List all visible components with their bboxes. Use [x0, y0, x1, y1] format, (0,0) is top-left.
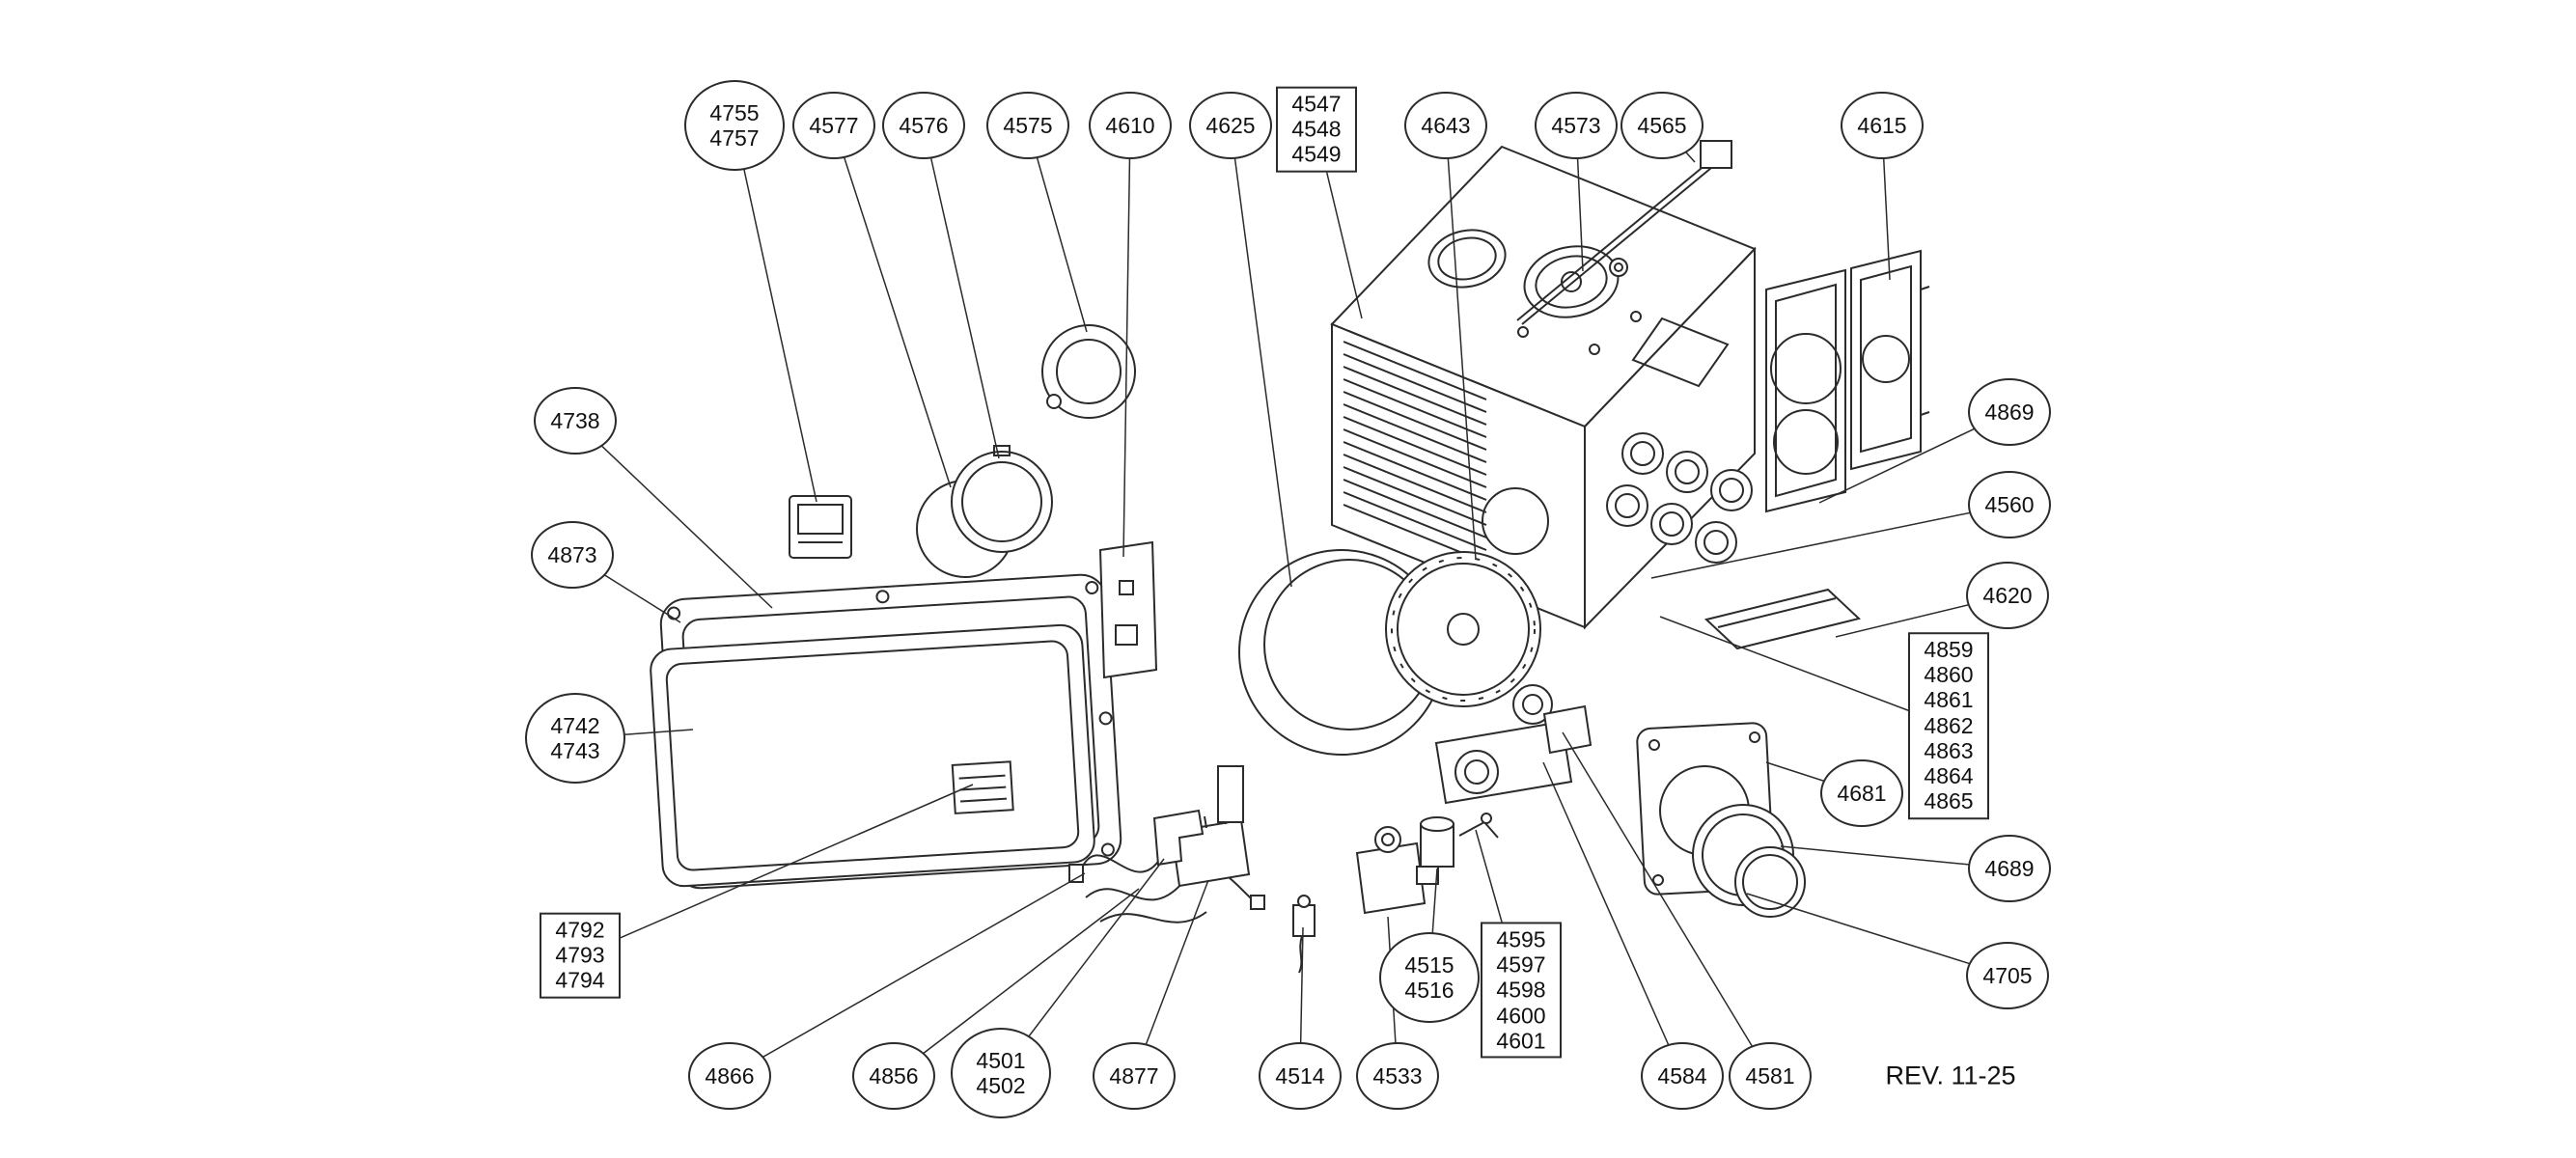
vent-bezel — [1041, 324, 1136, 419]
callout-4681: 4681 — [1820, 759, 1903, 827]
revision-note: REV. 11-25 — [1885, 1061, 2016, 1090]
callout-4738: 4738 — [534, 387, 617, 455]
electrode — [1292, 895, 1316, 974]
heat-exchanger-tubes — [1606, 432, 1753, 564]
mount-bracket-4610 — [1098, 540, 1158, 679]
callout-4705: 4705 — [1966, 942, 2049, 1009]
callout-4866: 4866 — [688, 1042, 771, 1110]
callout-box-4595-4601: 4595 4597 4598 4600 4601 — [1481, 922, 1562, 1059]
door-frame-4869 — [1765, 268, 1846, 513]
callout-4615: 4615 — [1841, 92, 1924, 159]
bottom-tray — [1703, 588, 1862, 650]
exhaust-rings — [916, 445, 1053, 578]
callout-4755-4757: 4755 4757 — [684, 80, 785, 171]
callout-4584: 4584 — [1641, 1042, 1724, 1110]
callout-4533: 4533 — [1356, 1042, 1439, 1110]
callout-4856: 4856 — [852, 1042, 935, 1110]
callout-4514: 4514 — [1259, 1042, 1342, 1110]
igniter — [1458, 813, 1499, 839]
callout-4877: 4877 — [1093, 1042, 1176, 1110]
solenoid — [1420, 816, 1454, 868]
callout-4689: 4689 — [1968, 835, 2051, 902]
callout-4575: 4575 — [986, 92, 1069, 159]
callout-box-4792-4794: 4792 4793 4794 — [540, 912, 621, 999]
access-door-4615 — [1850, 249, 1930, 471]
access-door-4742 — [650, 623, 1095, 888]
relay-bracket — [1217, 765, 1244, 823]
burner-assembly — [1434, 704, 1593, 805]
callout-4560: 4560 — [1968, 471, 2051, 538]
louver-vents — [1343, 341, 1487, 564]
callout-4873: 4873 — [531, 521, 614, 589]
callout-box-4547-4549: 4547 4548 4549 — [1276, 86, 1357, 173]
callout-4573: 4573 — [1535, 92, 1618, 159]
callout-4742-4743: 4742 4743 — [525, 693, 625, 784]
circuit-board — [1152, 765, 1251, 888]
vent-cap-assembly — [1636, 722, 1806, 918]
callout-4515-4516: 4515 4516 — [1379, 932, 1480, 1023]
callout-4610: 4610 — [1089, 92, 1172, 159]
callout-4625: 4625 — [1189, 92, 1272, 159]
callout-box-4859-4865: 4859 4860 4861 4862 4863 4864 4865 — [1908, 632, 1989, 819]
callout-4565: 4565 — [1620, 92, 1703, 159]
callout-4643: 4643 — [1404, 92, 1487, 159]
callout-4576: 4576 — [882, 92, 965, 159]
callout-4620: 4620 — [1966, 562, 2049, 629]
motor — [1512, 684, 1553, 725]
callout-4577: 4577 — [792, 92, 875, 159]
thermostat — [789, 495, 852, 559]
mount-brackets — [1152, 809, 1205, 867]
callout-4501-4502: 4501 4502 — [951, 1028, 1051, 1118]
handle-rod — [1516, 140, 1732, 325]
callout-4581: 4581 — [1729, 1042, 1812, 1110]
furnace-cabinet — [1330, 145, 1757, 630]
blower-wheel — [1385, 551, 1553, 725]
gas-valve — [1355, 826, 1439, 915]
callout-4869: 4869 — [1968, 378, 2051, 446]
